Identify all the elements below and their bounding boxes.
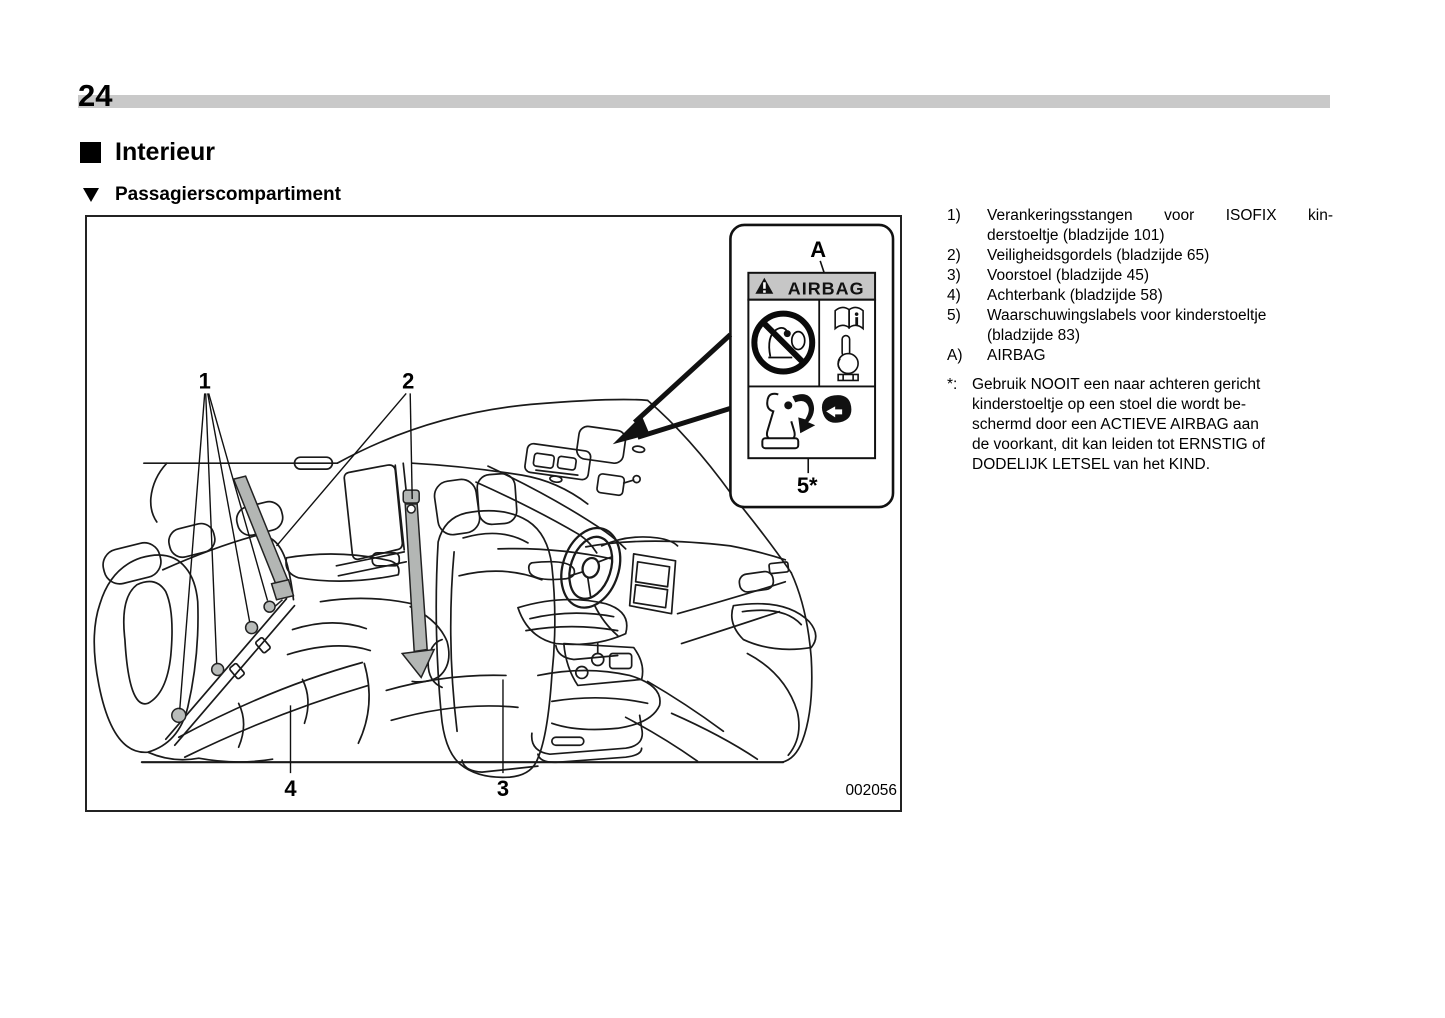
airbag-label-inset: AIRBAG	[729, 223, 895, 509]
triangle-down-icon	[83, 188, 99, 202]
item-marker: 2)	[947, 247, 961, 264]
list-item: 4) Achterbank (bladzijde 58)	[947, 286, 1333, 306]
rearview-mirror	[596, 473, 626, 497]
item-marker: 1)	[947, 207, 961, 224]
item-marker: 4)	[947, 287, 961, 304]
item-text-continued: (bladzijde 83)	[987, 327, 1081, 344]
section-title: Interieur	[115, 138, 216, 166]
item-text-continued: DODELIJK LETSEL van het KIND.	[972, 456, 1211, 473]
airbag-label-title: AIRBAG	[788, 279, 865, 299]
parts-list: 1) Verankeringsstangen voor ISOFIX kin-de…	[947, 206, 1333, 475]
callout-5star: 5*	[797, 473, 818, 498]
item-text-continued: de voorkant, dit kan leiden tot ERNSTIG …	[972, 436, 1265, 453]
item-text: AIRBAG	[987, 347, 1046, 364]
callout-4: 4	[284, 776, 297, 801]
list-item: 1) Verankeringsstangen voor ISOFIX kin-de…	[947, 206, 1333, 246]
childseat-airbag-pictogram	[761, 392, 852, 450]
item-text-continued: schermd door een ACTIEVE AIRBAG aan	[972, 416, 1259, 433]
isofix-anchor-dots	[171, 600, 276, 724]
figure-code: 002056	[845, 782, 897, 799]
figure-panel: AIRBAG	[85, 215, 902, 812]
item-marker: A)	[947, 347, 963, 364]
item-text: Voorstoel (bladzijde 45)	[987, 267, 1149, 284]
callout-2: 2	[402, 368, 414, 393]
section-heading: Interieur	[80, 138, 215, 167]
item-text-continued: derstoeltje (bladzijde 101)	[987, 227, 1165, 244]
item-text: Gebruik NOOIT een naar achteren gericht	[972, 376, 1261, 393]
car-interior-lineart	[93, 398, 817, 779]
item-text-continued: kinderstoeltje op een stoel die wordt be…	[972, 396, 1246, 413]
warning-triangle-icon	[755, 277, 774, 294]
callout-leader-lines	[179, 392, 504, 774]
page-number: 24	[78, 78, 113, 113]
item-text: Verankeringsstangen voor ISOFIX kin-	[987, 207, 1333, 224]
interior-illustration: AIRBAG	[93, 223, 897, 801]
footnote-item: *: Gebruik NOOIT een naar achteren gerich…	[947, 375, 1333, 475]
seatbelts	[232, 475, 436, 679]
pointing-hand-icon	[837, 334, 859, 382]
belt-arrow-icon	[400, 648, 436, 679]
front-seatbelt	[404, 503, 428, 653]
rear-seatbelt	[232, 475, 290, 587]
section-square-icon	[80, 142, 101, 163]
prohibition-icon	[751, 310, 816, 375]
inset-arrow-icon	[612, 332, 733, 445]
callout-1: 1	[199, 368, 211, 393]
list-item: 3) Voorstoel (bladzijde 45)	[947, 266, 1333, 286]
list-item: 5) Waarschuwingslabels voor kinderstoeltj…	[947, 306, 1333, 346]
item-marker: *:	[947, 376, 958, 393]
item-text: Veiligheidsgordels (bladzijde 65)	[987, 247, 1210, 264]
list-item: 2) Veiligheidsgordels (bladzijde 65)	[947, 246, 1333, 266]
airbag-label-header	[747, 271, 877, 301]
item-text: Achterbank (bladzijde 58)	[987, 287, 1163, 304]
subsection-heading: Passagierscompartiment	[83, 184, 341, 206]
manual-book-icon	[834, 306, 864, 331]
callout-3: 3	[497, 776, 509, 801]
list-item: A) AIRBAG	[947, 346, 1333, 366]
item-marker: 5)	[947, 307, 961, 324]
page-header-bar	[78, 95, 1330, 108]
subsection-title: Passagierscompartiment	[115, 184, 341, 205]
callout-a: A	[810, 237, 826, 262]
item-text: Waarschuwingslabels voor kinderstoeltje	[987, 307, 1267, 324]
item-marker: 3)	[947, 267, 961, 284]
